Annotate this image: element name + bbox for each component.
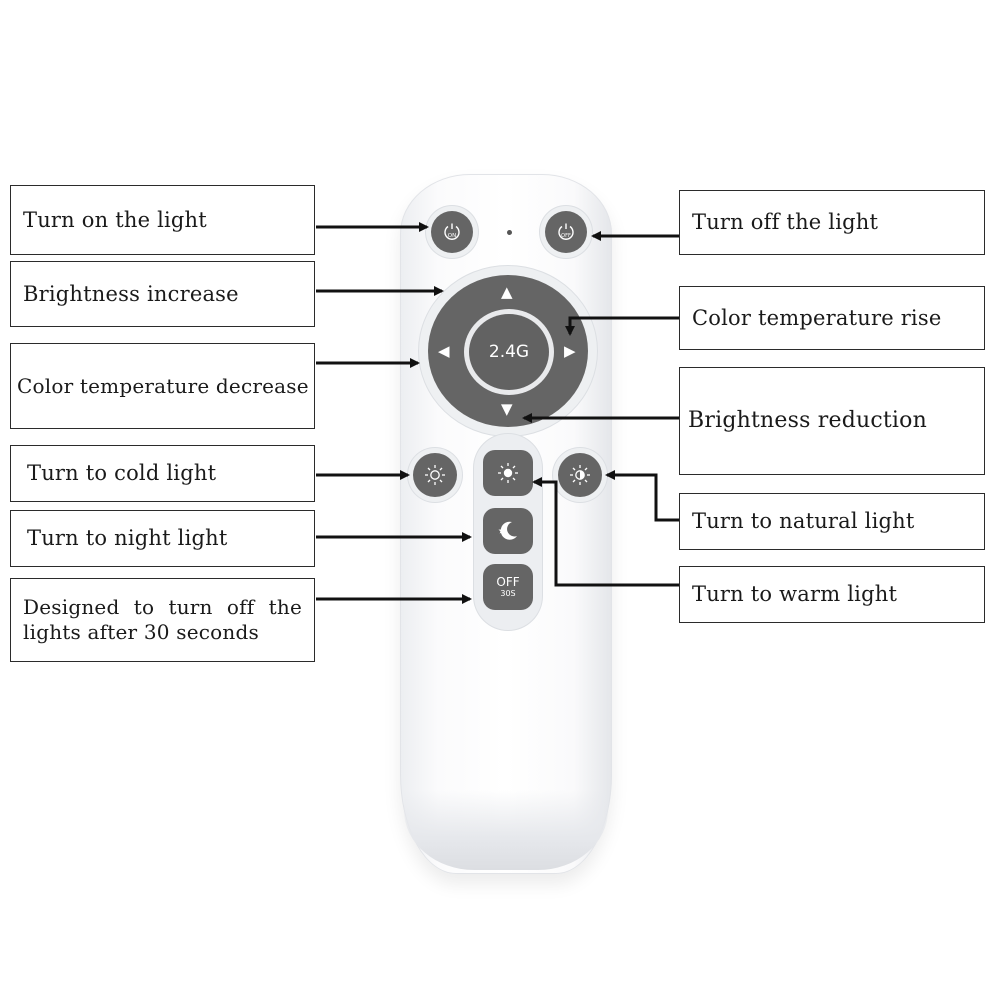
svg-text:OFF: OFF (561, 233, 571, 239)
label-cold-light: Turn to cold light (10, 445, 315, 502)
label-text: Turn to cold light (27, 461, 217, 486)
power-off-button[interactable]: OFF (545, 211, 587, 253)
label-text: Turn to night light (27, 526, 228, 551)
label-brightness-reduction: Brightness reduction (679, 367, 985, 475)
label-text: Designed to turn off the lights after 30… (23, 595, 302, 644)
arrow-color-temp-rise (565, 316, 679, 336)
sun-icon (425, 465, 445, 485)
label-text: Turn off the light (692, 210, 879, 235)
label-text: Turn to natural light (692, 509, 915, 534)
cold-light-button[interactable] (413, 453, 457, 497)
label-color-temp-rise: Color temperature rise (679, 286, 985, 350)
power-on-button[interactable]: ON (431, 211, 473, 253)
svg-text:ON: ON (448, 233, 456, 239)
moon-star-icon (498, 521, 517, 540)
remote-base-shading (404, 790, 608, 870)
indicator-dot (507, 230, 512, 235)
label-brightness-increase: Brightness increase (10, 261, 315, 327)
night-light-button[interactable] (483, 508, 533, 554)
center-2.4g-button[interactable]: 2.4G (469, 314, 549, 390)
label-turn-off: Turn off the light (679, 190, 985, 255)
label-text: Brightness increase (23, 281, 239, 306)
center-button-label: 2.4G (488, 342, 530, 362)
label-off-30s: Designed to turn off the lights after 30… (10, 578, 315, 662)
label-text: Color temperature decrease (17, 373, 309, 398)
label-text: Turn on the light (23, 207, 207, 232)
arrow-right-icon[interactable]: ▶ (564, 342, 576, 360)
natural-light-button[interactable] (558, 453, 602, 497)
label-text: Turn to warm light (692, 582, 898, 607)
arrow-left-icon[interactable]: ◀ (438, 342, 450, 360)
timer-seconds-text: 30S (500, 589, 516, 598)
label-text: Brightness reduction (688, 408, 927, 434)
label-color-temp-decrease: Color temperature decrease (10, 343, 315, 429)
sun-icon (498, 463, 518, 483)
arrow-natural-light (605, 470, 679, 522)
arrow-warm-light (532, 477, 679, 587)
power-on-icon: ON (444, 223, 460, 240)
off-30s-button[interactable]: OFF 30S (483, 564, 533, 610)
label-natural-light: Turn to natural light (679, 493, 985, 550)
sun-icon (570, 465, 590, 485)
arrow-down-icon[interactable]: ▼ (501, 400, 513, 418)
label-night-light: Turn to night light (10, 510, 315, 567)
label-turn-on: Turn on the light (10, 185, 315, 255)
off-30s-label: OFF 30S (496, 576, 519, 598)
power-off-icon: OFF (558, 223, 574, 240)
timer-off-text: OFF (496, 575, 520, 589)
label-warm-light: Turn to warm light (679, 566, 985, 623)
label-text: Color temperature rise (692, 305, 942, 330)
arrow-up-icon[interactable]: ▲ (501, 283, 513, 301)
warm-light-button[interactable] (483, 450, 533, 496)
